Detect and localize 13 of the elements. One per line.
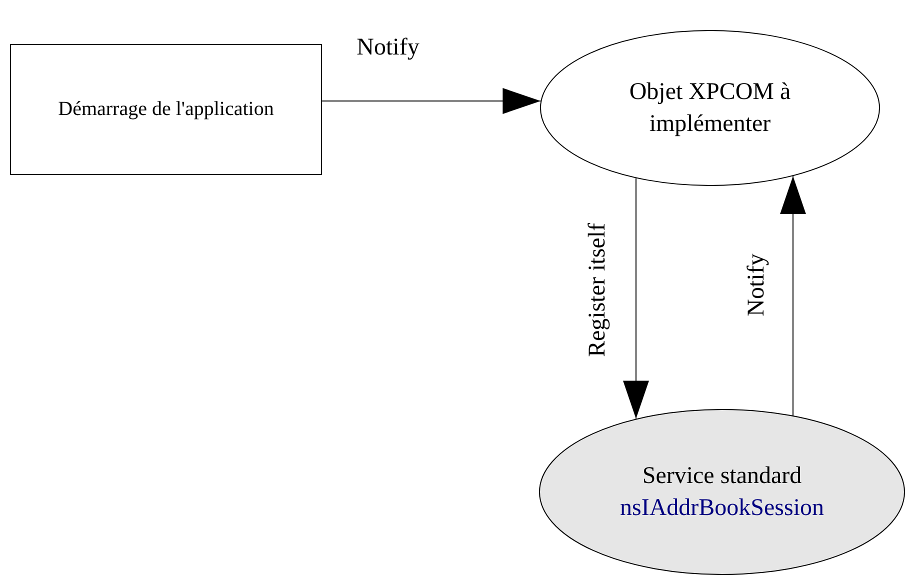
edge-label: Notify (356, 34, 420, 62)
node-label: Objet XPCOM à implémenter (628, 78, 792, 139)
arrow (623, 178, 649, 420)
process-box (10, 44, 322, 175)
arrow (780, 176, 806, 416)
edge-label: Register itself (584, 223, 612, 357)
interface-name: nsIAddrBookSession (620, 494, 824, 523)
arrow (322, 88, 542, 114)
ellipse-node (539, 409, 905, 575)
edge-label: Notify (744, 254, 770, 316)
node-label: Service standard (642, 462, 802, 491)
node-label: Démarrage de l'application (58, 97, 274, 122)
ellipse-node (540, 30, 880, 186)
